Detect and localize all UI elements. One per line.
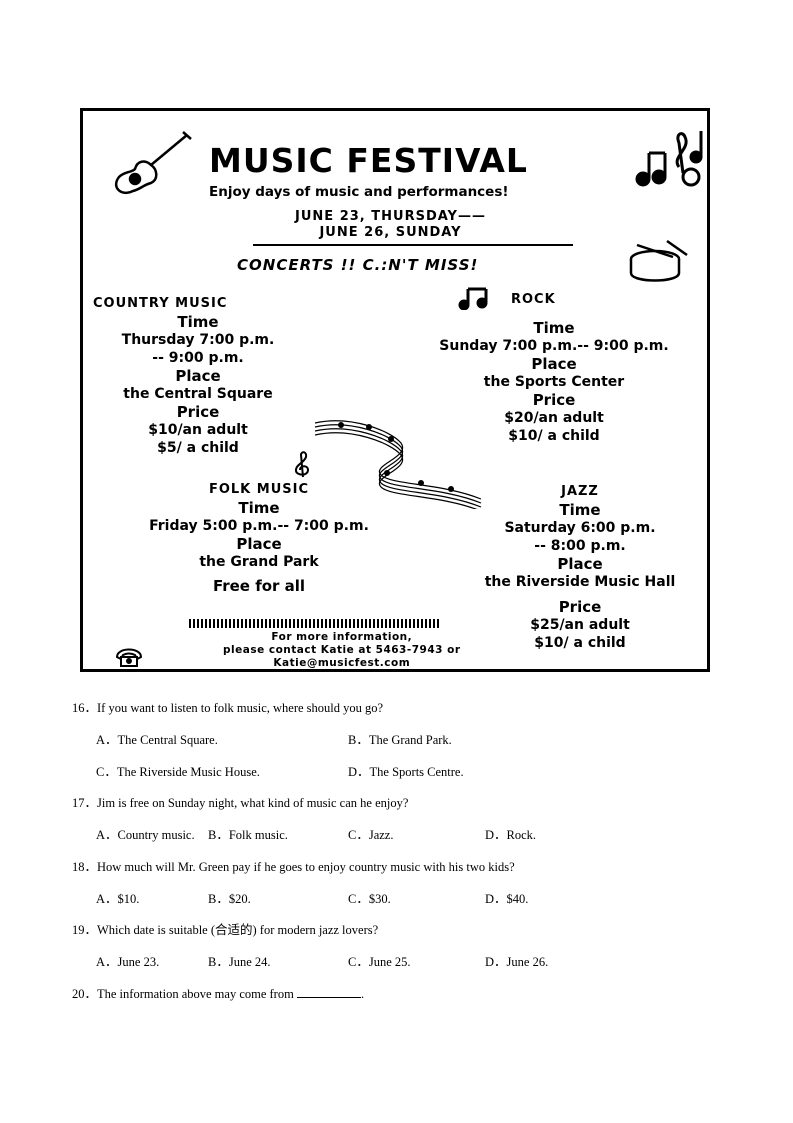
country-price-adult: $10/an adult bbox=[148, 422, 248, 438]
barcode-strip bbox=[189, 619, 439, 628]
country-place: the Central Square bbox=[123, 386, 273, 402]
rock-place-label: Place bbox=[531, 355, 577, 373]
folk-place: the Grand Park bbox=[199, 554, 319, 570]
date-line-1: JUNE 23, THURSDAY—— bbox=[295, 209, 486, 224]
jazz-time: Saturday 6:00 p.m. bbox=[504, 520, 656, 536]
q18-option-a[interactable]: A．$10. bbox=[96, 892, 140, 906]
contact-line-1: For more information, bbox=[271, 631, 413, 643]
concerts-banner: CONCERTS !! C.:N'T MISS! bbox=[237, 256, 479, 274]
q17-option-a[interactable]: A．Country music. bbox=[96, 828, 195, 842]
jazz-section: JAZZ Time Saturday 6:00 p.m. -- 8:00 p.m… bbox=[449, 483, 711, 652]
divider bbox=[253, 244, 573, 246]
jazz-time-label: Time bbox=[559, 501, 601, 519]
contact-line-3: Katie@musicfest.com bbox=[273, 657, 411, 669]
rock-heading: ROCK bbox=[511, 292, 556, 307]
question-20: 20．The information above may come from . bbox=[72, 986, 365, 1001]
jazz-price-adult: $25/an adult bbox=[530, 617, 630, 633]
question-17: 17．Jim is free on Sunday night, what kin… bbox=[72, 796, 409, 810]
q17-option-d[interactable]: D．Rock. bbox=[485, 828, 537, 842]
treble-clef-icon bbox=[294, 451, 310, 478]
folk-time-label: Time bbox=[238, 499, 280, 517]
jazz-heading: JAZZ bbox=[561, 484, 599, 499]
folk-heading: FOLK MUSIC bbox=[208, 482, 310, 497]
q19-option-a[interactable]: A．June 23. bbox=[96, 955, 160, 969]
q18-option-d[interactable]: D．$40. bbox=[485, 892, 529, 906]
festival-poster: MUSIC FESTIVAL Enjoy days of music and p… bbox=[80, 108, 710, 672]
jazz-time-end: -- 8:00 p.m. bbox=[534, 538, 626, 554]
rock-time: Sunday 7:00 p.m.-- 9:00 p.m. bbox=[439, 338, 669, 354]
music-staff-icon bbox=[314, 420, 482, 509]
jazz-price-label: Price bbox=[558, 598, 602, 616]
music-notes-icon bbox=[635, 131, 703, 187]
question-16: 16．If you want to listen to folk music, … bbox=[72, 701, 384, 715]
rock-price-label: Price bbox=[532, 391, 576, 409]
poster-title: MUSIC FESTIVAL bbox=[209, 141, 528, 180]
q16-option-b[interactable]: B．The Grand Park. bbox=[348, 733, 452, 747]
rock-price-adult: $20/an adult bbox=[504, 410, 604, 426]
country-time-label: Time bbox=[177, 313, 219, 331]
drum-icon bbox=[629, 239, 688, 282]
rock-time-label: Time bbox=[533, 319, 575, 337]
q18-option-b[interactable]: B．$20. bbox=[208, 892, 251, 906]
q18-option-c[interactable]: C．$30. bbox=[348, 892, 391, 906]
answer-blank[interactable] bbox=[296, 986, 361, 998]
q19-option-c[interactable]: C．June 25. bbox=[348, 955, 411, 969]
question-18: 18．How much will Mr. Green pay if he goe… bbox=[72, 860, 515, 874]
poster-subtitle: Enjoy days of music and performances! bbox=[209, 184, 509, 200]
contact-line-2: please contact Katie at 5463-7943 or bbox=[223, 644, 461, 656]
rock-place: the Sports Center bbox=[483, 374, 625, 390]
folk-music-section: FOLK MUSIC Time Friday 5:00 p.m.-- 7:00 … bbox=[109, 481, 409, 595]
folk-free: Free for all bbox=[212, 577, 306, 595]
q17-option-c[interactable]: C．Jazz. bbox=[348, 828, 394, 842]
question-20-stem: 20．The information above may come from bbox=[72, 987, 294, 1001]
country-price-label: Price bbox=[176, 403, 220, 421]
country-heading: COUNTRY MUSIC bbox=[93, 296, 228, 311]
country-price-child: $5/ a child bbox=[157, 440, 239, 456]
guitar-icon bbox=[114, 131, 192, 194]
jazz-place-label: Place bbox=[557, 555, 603, 573]
date-line-2: JUNE 26, SUNDAY bbox=[319, 225, 462, 240]
country-music-section: COUNTRY MUSIC Time Thursday 7:00 p.m. --… bbox=[93, 295, 303, 457]
rock-section: Time Sunday 7:00 p.m.-- 9:00 p.m. Place … bbox=[395, 319, 713, 445]
folk-place-label: Place bbox=[236, 535, 282, 553]
q16-option-a[interactable]: A．The Central Square. bbox=[96, 733, 218, 747]
q19-option-d[interactable]: D．June 26. bbox=[485, 955, 549, 969]
q16-option-d[interactable]: D．The Sports Centre. bbox=[348, 765, 464, 779]
phone-icon bbox=[115, 648, 143, 667]
contact-info: For more information, please contact Kat… bbox=[223, 631, 461, 670]
country-time: Thursday 7:00 p.m. bbox=[121, 332, 275, 348]
country-time-end: -- 9:00 p.m. bbox=[152, 350, 244, 366]
folk-time: Friday 5:00 p.m.-- 7:00 p.m. bbox=[149, 518, 369, 534]
q17-option-b[interactable]: B．Folk music. bbox=[208, 828, 288, 842]
eighth-notes-icon bbox=[458, 287, 488, 310]
q16-option-c[interactable]: C．The Riverside Music House. bbox=[96, 765, 260, 779]
jazz-place: the Riverside Music Hall bbox=[484, 574, 676, 590]
jazz-price-child: $10/ a child bbox=[534, 635, 626, 651]
rock-price-child: $10/ a child bbox=[508, 428, 600, 444]
q19-option-b[interactable]: B．June 24. bbox=[208, 955, 271, 969]
question-19: 19．Which date is suitable (合适的) for mode… bbox=[72, 923, 379, 937]
country-place-label: Place bbox=[175, 367, 221, 385]
